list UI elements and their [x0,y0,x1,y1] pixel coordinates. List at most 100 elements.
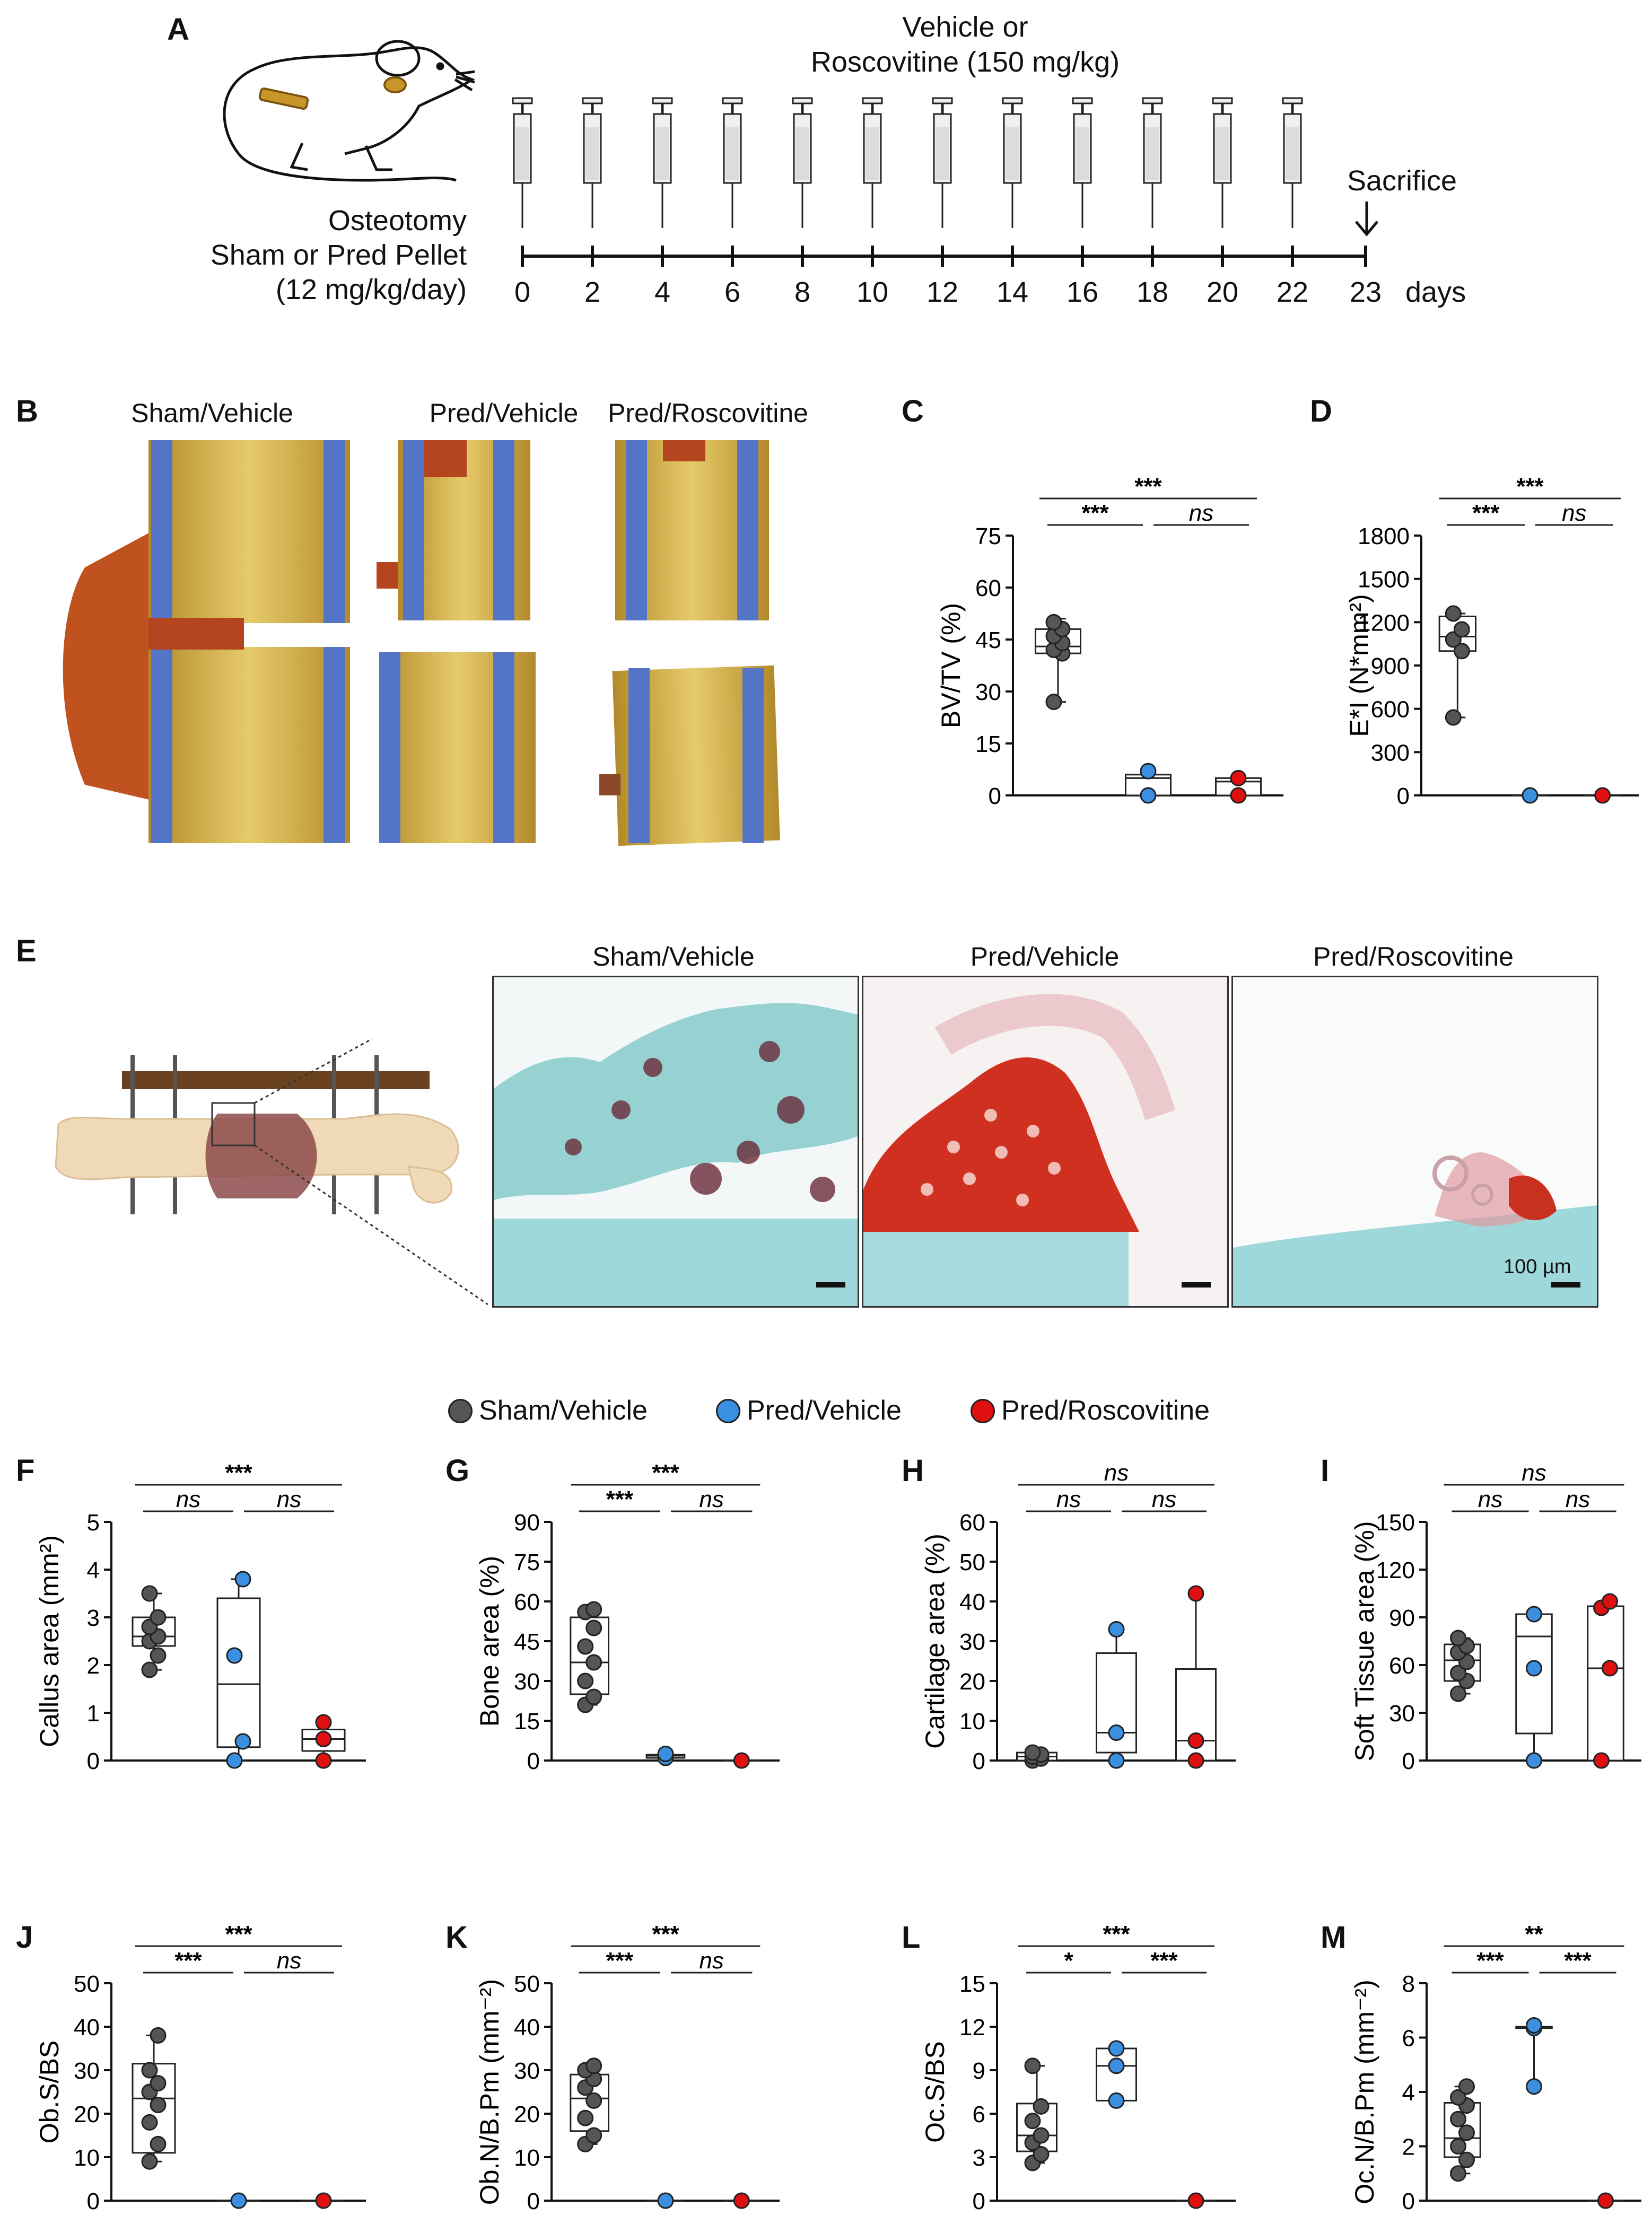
box-iqr [1587,1605,1624,1762]
significance-label: *** [606,1948,634,1974]
y-tick-label: 50 [514,1971,540,1997]
significance-label: *** [1472,500,1500,526]
y-tick-label: 30 [975,679,1001,705]
b-title-sham: Sham/Vehicle [131,398,293,428]
data-point [141,2114,158,2131]
data-point [1450,1685,1466,1702]
panel-label-i: I [1321,1453,1330,1488]
data-point [230,2192,247,2209]
data-point [1526,1752,1542,1769]
data-point [657,2192,674,2209]
significance-label: *** [606,1486,634,1512]
y-tick-label: 0 [973,2188,985,2214]
data-point [1450,1665,1466,1682]
legend-pred-vehicle: Pred/Vehicle [716,1395,902,1426]
y-tick-label: 0 [527,2188,540,2214]
y-tick-label: 30 [1389,1701,1415,1727]
legend-dot-pred-roscovitine [971,1399,995,1423]
data-point [1108,1621,1125,1637]
timeline-svg [512,97,1378,267]
data-point [657,1746,674,1762]
y-tick-label: 40 [74,2015,100,2041]
data-point [226,1647,243,1664]
syringe-icon [582,97,603,228]
data-point [1526,1660,1542,1677]
data-point [1108,1724,1125,1741]
y-tick-label: 45 [514,1629,540,1655]
left-label-line3: (12 mg/kg/day) [275,274,467,305]
y-axis-label: Bone area (%) [475,1556,504,1727]
y-tick-label: 0 [527,1748,540,1774]
y-tick-label: 1800 [1358,523,1410,549]
y-tick-label: 4 [1402,2080,1415,2106]
data-point [141,1585,158,1602]
legend-sham-label: Sham/Vehicle [479,1395,648,1426]
data-point [141,2062,158,2079]
data-point [1187,1752,1204,1769]
significance-label: *** [652,1921,679,1947]
significance-label: ns [1104,1460,1129,1486]
significance-label: ns [1522,1460,1546,1486]
data-point [1108,2092,1125,2109]
y-tick-label: 0 [87,2188,100,2214]
treatment-label-line1: Vehicle or [902,11,1028,43]
data-point [1458,2124,1475,2141]
data-point [1108,1752,1125,1769]
left-label-line1: Osteotomy [328,205,467,237]
y-tick-label: 1 [87,1701,100,1727]
y-tick-label: 4 [87,1557,100,1583]
box-iqr [216,1597,261,1748]
data-point [577,1672,594,1689]
y-tick-label: 5 [87,1510,100,1536]
data-point [315,1752,332,1769]
data-point [1140,787,1157,804]
data-point [1450,2111,1466,2127]
y-tick-label: 900 [1371,653,1410,679]
syringe-icon [722,97,743,228]
y-tick-label: 0 [1402,1748,1415,1774]
panel-label-l: L [902,1920,921,1955]
e-title-sham: Sham/Vehicle [592,942,755,971]
significance-label: ns [1056,1486,1081,1512]
significance-label: * [1064,1948,1073,1974]
data-point [585,1619,602,1636]
data-point [1024,1744,1041,1761]
data-point [1033,2146,1050,2163]
day-label: 4 [654,276,671,308]
data-point [577,2109,594,2126]
data-point [1450,2089,1466,2106]
significance-label: *** [1150,1948,1178,1974]
significance-label: *** [652,1460,679,1486]
y-tick-label: 2 [87,1653,100,1679]
significance-label: ns [176,1486,200,1512]
panel-label-h: H [902,1453,924,1488]
data-point [150,2075,167,2092]
data-point [733,1752,750,1769]
data-point [1458,2078,1475,2095]
panel-label-d: D [1310,394,1332,428]
data-point [585,2127,602,2144]
y-tick-label: 0 [989,783,1001,809]
panel-label-b: B [16,394,38,428]
data-point [1453,643,1470,660]
significance-label: *** [225,1921,252,1947]
panel-label-g: G [445,1453,470,1488]
data-point [141,1661,158,1678]
y-tick-label: 60 [959,1510,985,1536]
day-label: 20 [1206,276,1239,308]
data-point [141,2153,158,2170]
treatment-label-line2: Roscovitine (150 mg/kg) [810,46,1120,78]
legend-pred-vehicle-label: Pred/Vehicle [747,1395,902,1426]
y-tick-label: 20 [959,1669,985,1695]
y-tick-label: 15 [975,731,1001,757]
y-axis-label: Ob.N/B.Pm (mm⁻²) [475,1979,504,2205]
y-tick-label: 120 [1376,1557,1415,1583]
data-point [1453,621,1470,638]
syringe-icon [512,97,533,228]
data-point [1526,2078,1542,2095]
fixator-bar [122,1071,430,1089]
y-tick-label: 600 [1371,697,1410,723]
b-title-pred-vehicle: Pred/Vehicle [429,398,579,428]
